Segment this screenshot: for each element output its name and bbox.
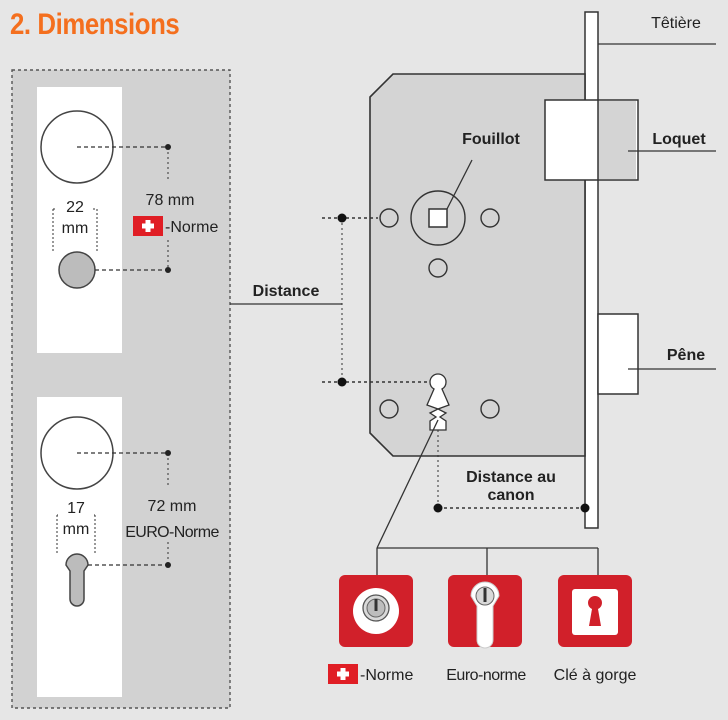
dead-bolt: [597, 313, 639, 395]
tetiere-label: Têtière: [651, 15, 701, 32]
loquet-label: Loquet: [652, 131, 706, 148]
page-title: 2. Dimensions: [10, 8, 180, 41]
measure-top-unit: mm: [62, 220, 89, 237]
key-type-label-gorge: Clé à gorge: [554, 667, 637, 684]
key-type-swiss-tile: [339, 575, 413, 647]
fouillot-square: [428, 208, 448, 228]
measure-top-value: 22: [66, 199, 84, 216]
distance-canon-line1: Distance au: [466, 469, 556, 486]
swiss-flag-icon: [133, 216, 163, 236]
tetiere-faceplate: [584, 11, 599, 529]
euro-norm-label: EURO-Norme: [125, 524, 219, 541]
lock-case: [369, 73, 586, 457]
measure-bottom-unit: mm: [63, 521, 90, 538]
measure-bottom-value: 17: [67, 500, 85, 517]
key-type-euro-tile: [448, 575, 522, 649]
lock-keyhole-icon: [426, 373, 450, 431]
distance-72mm: 72 mm: [148, 498, 197, 515]
distance-78mm: 78 mm: [146, 192, 195, 209]
key-type-gorge-tile: [558, 575, 632, 647]
fouillot-ring: [410, 190, 466, 246]
swiss-norm-label: -Norme: [165, 219, 218, 236]
key-type-label-euro: Euro-norme: [446, 667, 526, 684]
key-type-label-swiss: -Norme: [360, 667, 413, 684]
distance-label: Distance: [253, 283, 320, 300]
swiss-flag-icon-bottom: [328, 664, 358, 684]
cylinder-hole-swiss: [58, 251, 96, 289]
keyhole-icon: [588, 596, 602, 626]
distance-canon-line2: canon: [487, 487, 534, 504]
fouillot-label: Fouillot: [462, 131, 520, 148]
pene-label: Pêne: [667, 347, 705, 364]
cylinder-hole-euro: [65, 553, 89, 607]
